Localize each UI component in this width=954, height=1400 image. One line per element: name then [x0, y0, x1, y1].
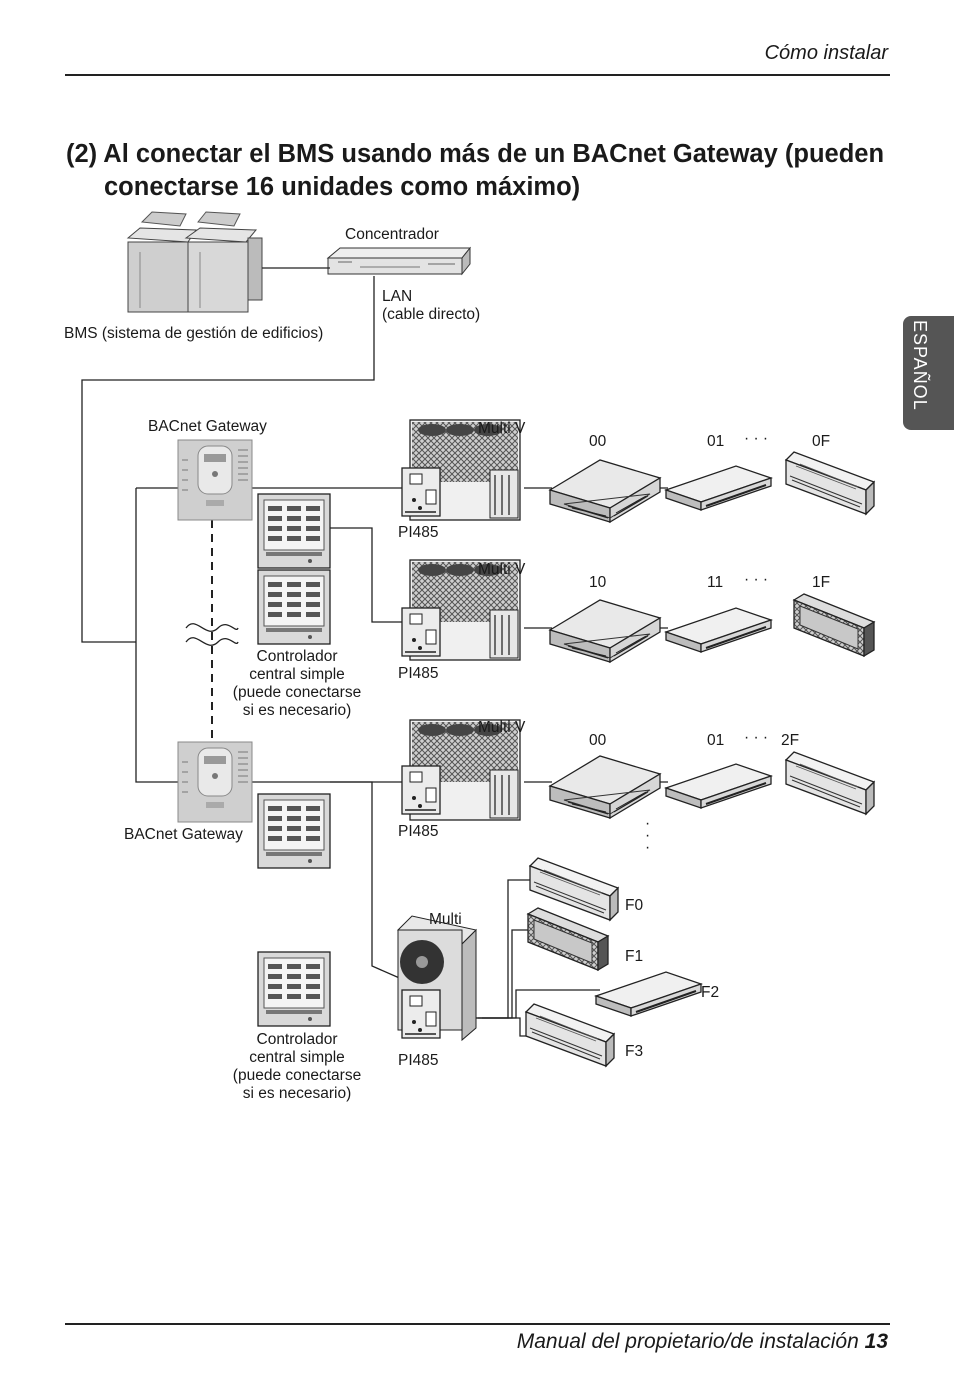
row3-addr-c: 2F — [781, 732, 800, 749]
gateway-top-label: BACnet Gateway — [148, 418, 267, 435]
multiv-label-2: Multi V — [478, 561, 526, 578]
row2-addr-c: 1F — [812, 574, 831, 591]
controller-caption-1-line-3: (puede conectarse — [232, 684, 362, 701]
controller-image-1 — [257, 493, 331, 569]
indoor-cassette-10 — [549, 599, 661, 663]
controller-image-3 — [257, 793, 331, 869]
break-symbol — [185, 623, 239, 646]
indoor-artcool-f1 — [527, 907, 609, 971]
language-tab-label: ESPAÑOL — [910, 320, 930, 411]
indoor-wall-2f — [785, 751, 875, 815]
gateway-bottom-label: BACnet Gateway — [124, 826, 243, 843]
footer: Manual del propietario/de instalación 13 — [517, 1330, 888, 1354]
multi-unit-f1: F1 — [625, 948, 644, 965]
controller-image-2 — [257, 569, 331, 645]
footer-text: Manual del propietario/de instalación — [516, 1330, 859, 1353]
pi485-module-3 — [401, 765, 441, 815]
title-line-1: (2) Al conectar el BMS usando más de un … — [66, 140, 885, 168]
indoor-artcool-1f — [793, 593, 875, 657]
pi485-module-1 — [401, 467, 441, 517]
controller-caption-1: Controlador central simple (puede conect… — [222, 648, 372, 720]
row3-addr-a: 00 — [589, 732, 607, 749]
controller-caption-1-line-4: si es necesario) — [242, 702, 352, 719]
controller-caption-2-line-4: si es necesario) — [242, 1085, 352, 1102]
indoor-ceiling-01 — [665, 465, 772, 511]
pi485-label-3: PI485 — [398, 823, 439, 840]
controller-caption-1-line-2: central simple — [249, 666, 345, 683]
header-section: Cómo instalar — [764, 42, 888, 64]
controller-caption-2: Controlador central simple (puede conect… — [222, 1031, 372, 1103]
controller-caption-2-line-3: (puede conectarse — [232, 1067, 362, 1084]
pi485-label-2: PI485 — [398, 665, 439, 682]
multiv-label-3: Multi V — [478, 719, 526, 736]
bacnet-gateway-image-bottom — [177, 741, 253, 823]
hub-image — [326, 246, 472, 276]
indoor-cassette-3-00 — [549, 755, 661, 819]
row1-dots: · · · — [744, 430, 769, 447]
row3-dots: · · · — [744, 729, 769, 746]
page-number: 13 — [864, 1330, 888, 1353]
multi-label: Multi — [429, 911, 462, 928]
vertical-dots: · · · — [645, 815, 651, 856]
controller-caption-1-line-1: Controlador — [256, 648, 338, 665]
indoor-ceiling-3-01 — [665, 763, 772, 809]
indoor-ceiling-11 — [665, 607, 772, 653]
title-line-2: conectarse 16 unidades como máximo) — [104, 173, 581, 201]
network-lines — [81, 267, 668, 1037]
multi-unit-f3: F3 — [625, 1043, 644, 1060]
hub-label: Concentrador — [345, 226, 439, 243]
multi-unit-f0: F0 — [625, 897, 644, 914]
pi485-module-2 — [401, 607, 441, 657]
pi485-label-4: PI485 — [398, 1052, 439, 1069]
bms-console-image — [126, 211, 263, 313]
indoor-wall-f3 — [525, 1003, 615, 1067]
lan-label-1: LAN — [382, 288, 413, 305]
header-rule — [65, 74, 890, 76]
bacnet-gateway-image-top — [177, 439, 253, 521]
row2-dots: · · · — [744, 571, 769, 588]
multi-unit-f2: F2 — [701, 984, 720, 1001]
row2-addr-a: 10 — [589, 574, 607, 591]
row1-addr-a: 00 — [589, 433, 607, 450]
indoor-wall-0f — [785, 451, 875, 515]
row1-addr-c: 0F — [812, 433, 831, 450]
indoor-cassette-00 — [549, 459, 661, 523]
row3-addr-b: 01 — [707, 732, 725, 749]
pi485-module-4 — [401, 989, 441, 1039]
pi485-label-1: PI485 — [398, 524, 439, 541]
bms-label: BMS (sistema de gestión de edificios) — [64, 325, 324, 342]
multi-outdoor-unit — [396, 915, 478, 1042]
lan-label-2: (cable directo) — [382, 306, 481, 323]
row1-addr-b: 01 — [707, 433, 725, 450]
row2-addr-b: 11 — [707, 574, 724, 591]
controller-caption-2-line-1: Controlador — [256, 1031, 338, 1048]
multiv-label-1: Multi V — [478, 420, 526, 437]
page-title: (2) Al conectar el BMS usando más de un … — [66, 138, 886, 204]
controller-caption-2-line-2: central simple — [249, 1049, 345, 1066]
language-tab: ESPAÑOL — [903, 316, 954, 430]
controller-image-4 — [257, 951, 331, 1027]
indoor-ceiling-f2 — [595, 971, 702, 1017]
footer-rule — [65, 1323, 890, 1325]
